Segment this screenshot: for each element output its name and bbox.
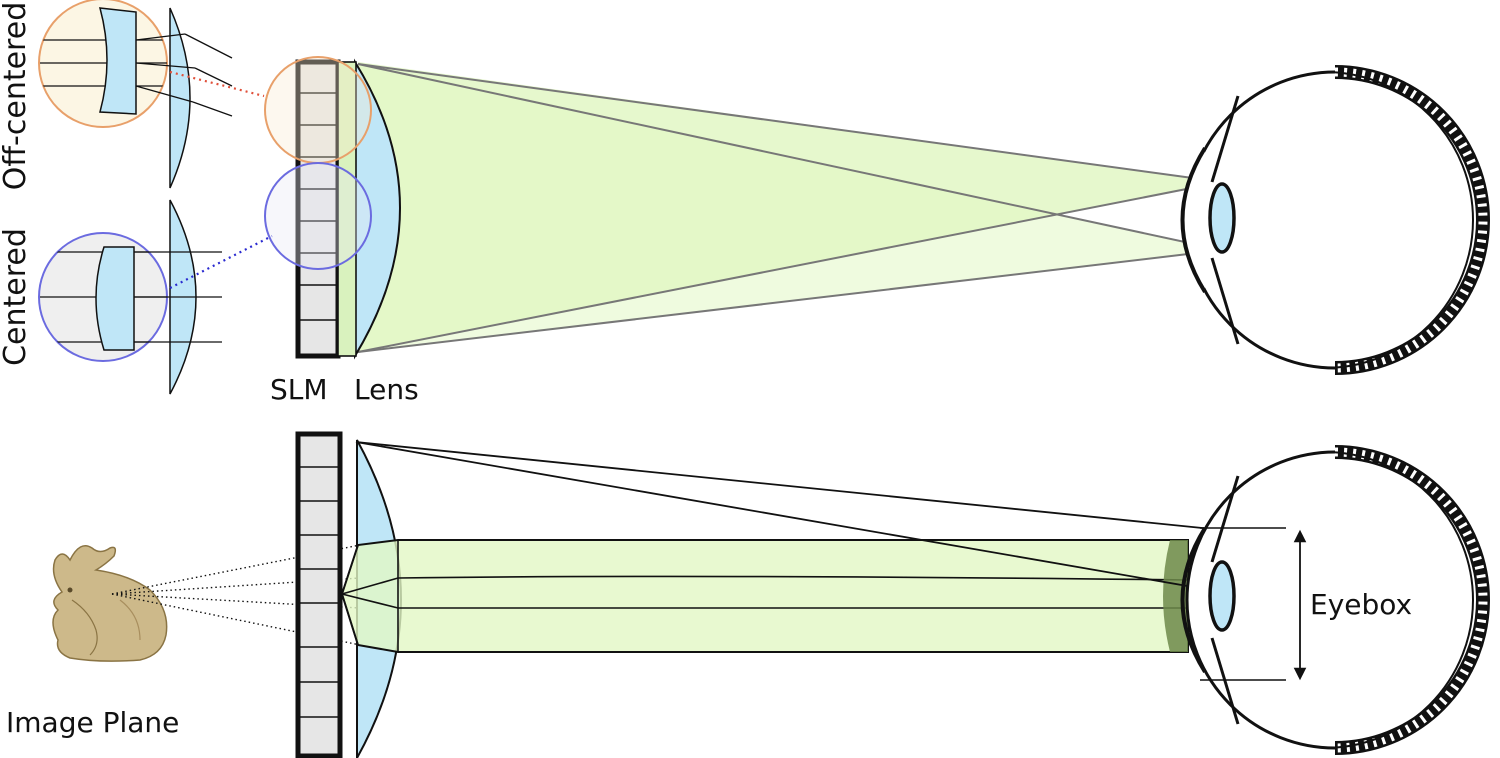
slm-centered-highlight [264, 162, 372, 270]
off-centered-microlens [98, 7, 137, 115]
top-slm [295, 59, 357, 359]
slm-off-centered-highlight [264, 56, 372, 164]
off-centered-link [169, 70, 265, 98]
top-lens [354, 58, 401, 360]
centered-inset [38, 199, 222, 395]
centered-microlens [95, 246, 135, 351]
eye-icon [1180, 65, 1490, 375]
centered-label: Centered [0, 228, 33, 366]
off-centered-label: Off-centered [0, 2, 33, 190]
lens-label: Lens [354, 373, 419, 406]
eye-icon-bottom [1180, 445, 1490, 755]
eyebox-label: Eyebox [1310, 588, 1412, 621]
top-beam-b [358, 62, 1222, 352]
top-beam-rays [357, 63, 1223, 353]
bunny-icon [52, 545, 168, 662]
bottom-slm [295, 431, 343, 758]
image-plane-label: Image Plane [6, 706, 179, 739]
slm-label: SLM [270, 373, 328, 406]
eyebox-indicator [1200, 527, 1307, 681]
eyebox-shade [1163, 540, 1188, 652]
bottom-beam [340, 539, 1189, 653]
off-centered-inset [38, 0, 233, 189]
bottom-chief-rays [355, 441, 1223, 593]
centered-link [169, 235, 273, 289]
